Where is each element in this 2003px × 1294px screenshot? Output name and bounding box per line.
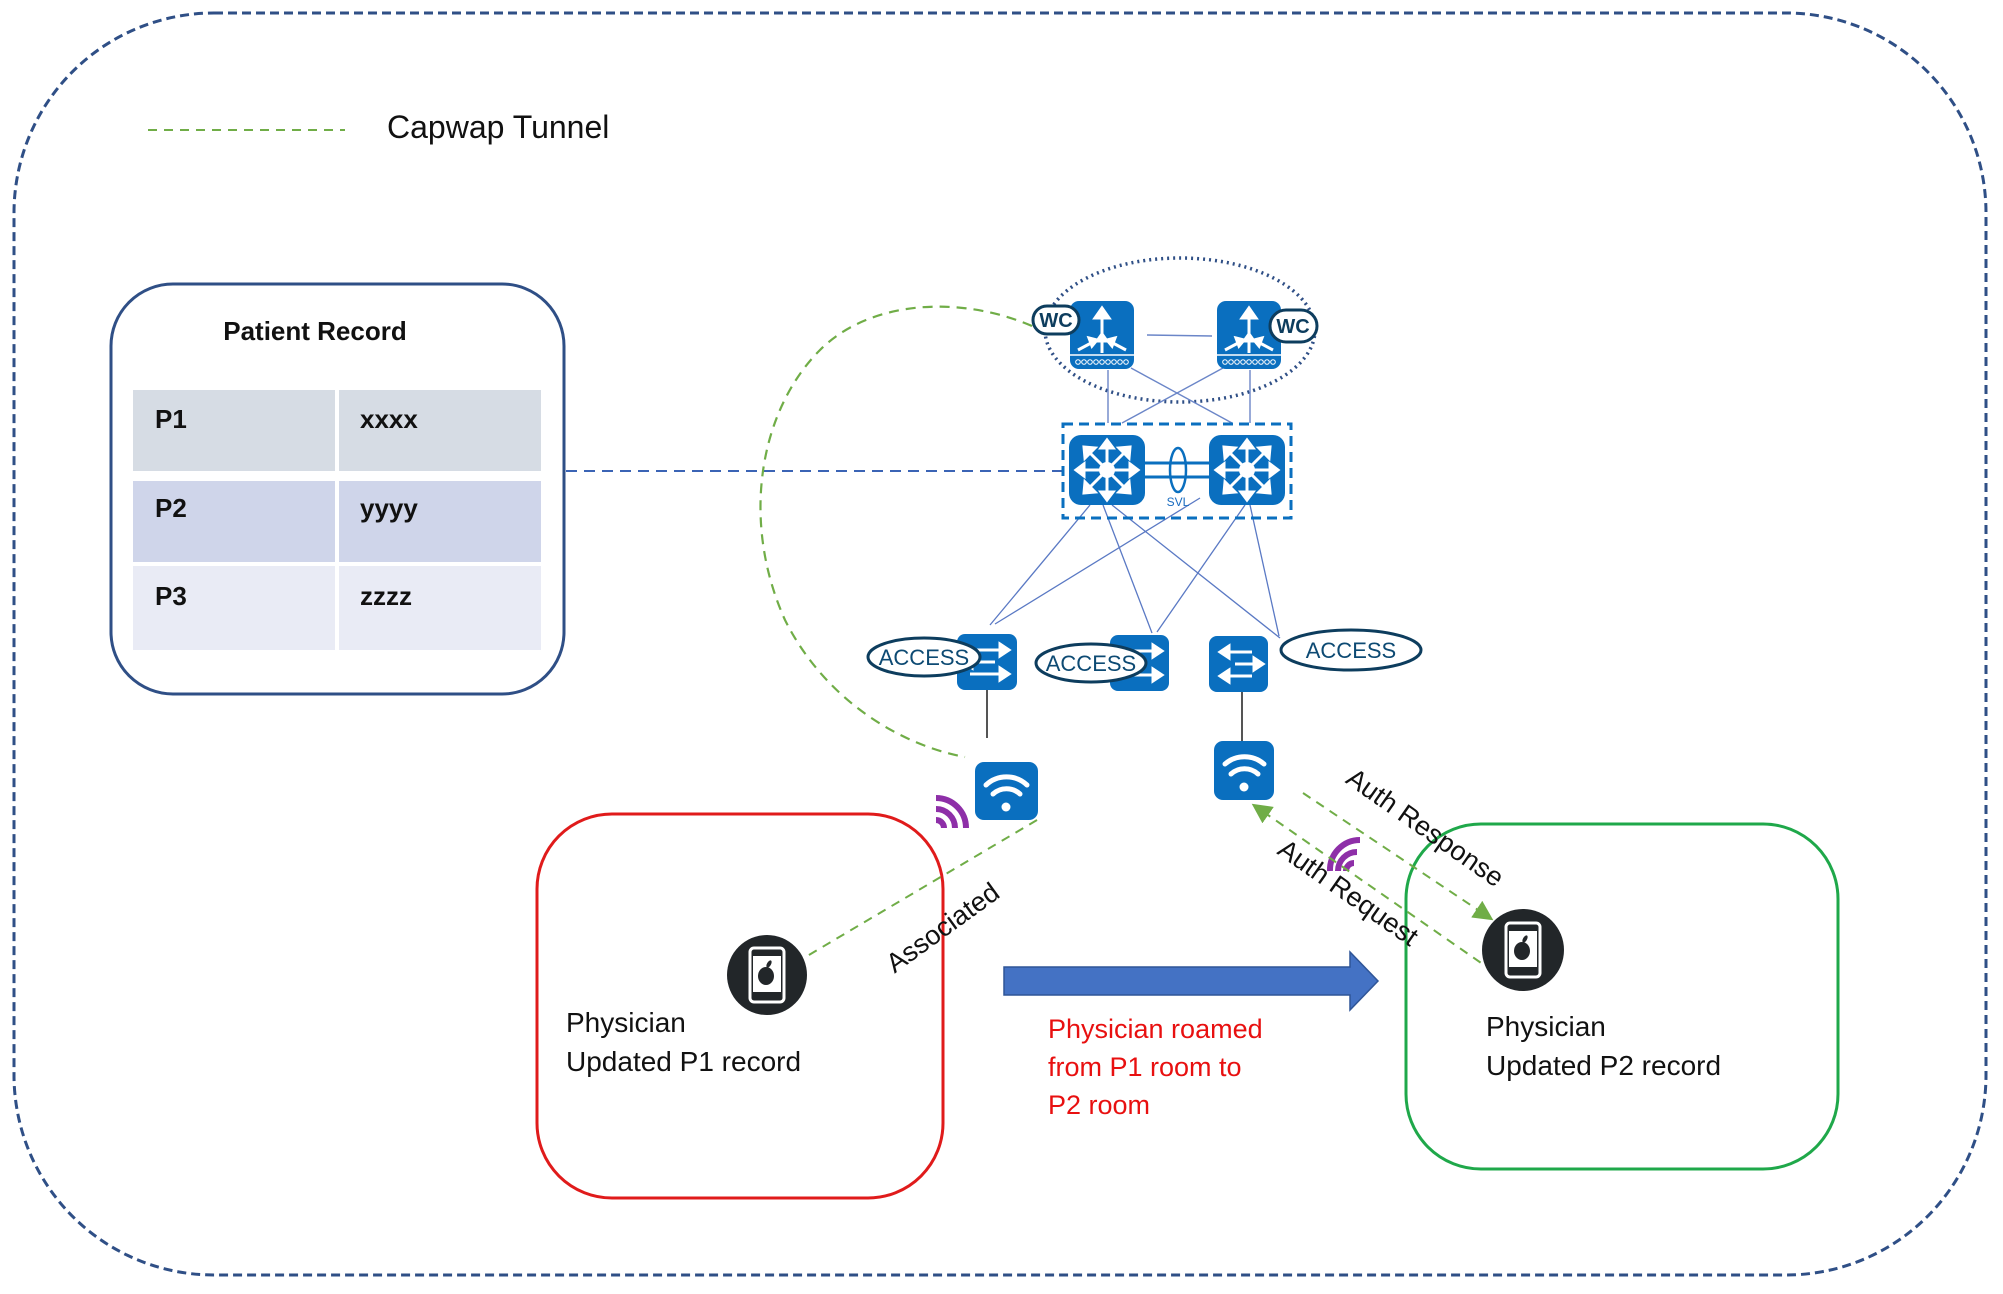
row-3-value: zzzz — [360, 581, 412, 611]
wireless-controller-left[interactable]: WC — [1031, 301, 1134, 369]
roam-arrow — [1003, 950, 1380, 1012]
row-3-id: P3 — [155, 581, 187, 611]
row-2-value: yyyy — [360, 493, 418, 523]
room-p2-line2: Updated P2 record — [1486, 1050, 1721, 1081]
patient-record-title: Patient Record — [223, 316, 407, 346]
controller-arrows-icon — [1077, 305, 1127, 353]
row-1-id: P1 — [155, 404, 187, 434]
room-p2-boundary — [1404, 822, 1840, 1171]
wifi-icon — [1222, 754, 1267, 792]
outer-boundary-frame — [12, 11, 1988, 1277]
access-label: ACCESS — [879, 645, 969, 670]
access-switch-3[interactable] — [1209, 636, 1268, 692]
wifi-icon — [983, 774, 1030, 812]
row-2-value-cell — [339, 481, 541, 562]
core-switch-right[interactable] — [1209, 435, 1285, 505]
tablet-device-p1-icon[interactable] — [727, 935, 807, 1015]
patient-record-panel: Patient Record P1 xxxx P2 yyyy P3 zzzz — [109, 282, 566, 696]
wc-badge-label: WC — [1039, 310, 1072, 332]
wireless-controller-right[interactable]: WC — [1217, 301, 1319, 369]
core-switch-left[interactable] — [1069, 435, 1145, 505]
controller-core-links — [1107, 334, 1251, 424]
wc-badge: WC — [1031, 304, 1081, 336]
patient-record-row: P2 yyyy — [133, 481, 541, 562]
switch-arrows-icon — [1217, 643, 1266, 685]
row-2-id: P2 — [155, 493, 187, 523]
access-label: ACCESS — [1306, 638, 1396, 663]
multilayer-switch-icon — [1073, 437, 1141, 503]
row-1-value: xxxx — [360, 404, 418, 434]
access-point-1[interactable] — [975, 762, 1038, 820]
core-access-links — [989, 497, 1281, 639]
roam-text-line3: P2 room — [1048, 1090, 1150, 1120]
controller-ports-icon — [1075, 359, 1129, 365]
auth-response-arrow — [1302, 792, 1494, 921]
access-badge-2: ACCESS — [1034, 642, 1148, 684]
row-1-value-cell — [339, 390, 541, 471]
row-2-id-cell — [133, 481, 335, 562]
apple-logo-icon — [758, 960, 774, 985]
tablet-device-p2-icon[interactable] — [1482, 909, 1564, 991]
controller-arrows-icon — [1224, 305, 1274, 353]
svl-label: SVL — [1167, 495, 1190, 509]
roam-text-line1: Physician roamed — [1048, 1014, 1263, 1044]
multilayer-switch-icon — [1213, 437, 1281, 503]
wc-badge-label: WC — [1276, 316, 1309, 338]
auth-response-label: Auth Response — [1341, 762, 1509, 892]
row-3-id-cell — [133, 566, 335, 650]
switch-arrows-icon — [1123, 642, 1165, 684]
legend: Capwap Tunnel — [148, 109, 609, 145]
row-3-value-cell — [339, 566, 541, 650]
wc-badge: WC — [1268, 308, 1319, 344]
room-p1-line1: Physician — [566, 1007, 686, 1038]
access-badge-1: ACCESS — [866, 636, 982, 678]
patient-record-row: P1 xxxx — [133, 390, 541, 471]
rf-signal-icon-room-p1 — [935, 795, 969, 829]
room-p1-boundary — [535, 812, 945, 1200]
capwap-tunnel-arc — [759, 305, 1033, 759]
patient-record-row: P3 zzzz — [133, 566, 541, 650]
apple-logo-icon — [1514, 935, 1530, 960]
access-point-2[interactable] — [1214, 741, 1274, 800]
access-badge-3: ACCESS — [1279, 628, 1423, 672]
legend-capwap-label: Capwap Tunnel — [387, 109, 609, 145]
roam-text-line2: from P1 room to — [1048, 1052, 1242, 1082]
core-stack-boundary — [1061, 422, 1293, 520]
room-p1-line2: Updated P1 record — [566, 1046, 801, 1077]
controller-ports-icon — [1222, 359, 1276, 365]
svl-link: SVL — [1145, 446, 1209, 509]
room-p2-line1: Physician — [1486, 1011, 1606, 1042]
auth-request-arrow — [1251, 803, 1521, 991]
access-label: ACCESS — [1046, 651, 1136, 676]
row-1-id-cell — [133, 390, 335, 471]
